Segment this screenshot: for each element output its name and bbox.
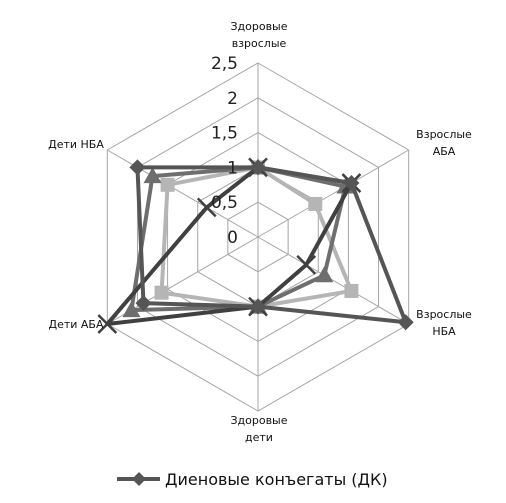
series-0-point-2: [397, 314, 414, 331]
category-label-0: Здоровые взрослые: [230, 20, 287, 50]
radar-series-layer: [97, 157, 414, 334]
tick-label-4: 2: [227, 89, 238, 109]
series-0-point-3: [250, 298, 266, 315]
series-0: [129, 159, 414, 331]
category-label-1-line-0: Взрослые: [416, 128, 472, 141]
series-2-point-5: [160, 177, 175, 192]
category-label-3-line-1: дети: [245, 431, 273, 444]
grid-spoke-2: [257, 236, 409, 325]
series-0-point-4: [135, 295, 152, 312]
category-label-2-line-0: Взрослые: [416, 308, 472, 321]
category-label-3-line-0: Здоровые: [230, 414, 287, 427]
category-label-2-line-1: НБА: [432, 325, 456, 338]
series-0-point-5: [129, 159, 146, 176]
tick-label-2: 1: [227, 158, 238, 178]
grid-spoke-1: [257, 149, 409, 238]
series-0-point-0: [250, 159, 266, 176]
tick-label-0: 0: [227, 228, 238, 248]
legend: Диеновые конъегаты (ДК): [117, 470, 388, 489]
series-1-point-2: [315, 266, 334, 283]
series-3-point-5: [196, 197, 217, 218]
series-1-point-4: [122, 301, 141, 318]
category-label-5: Дети НБА: [48, 138, 104, 151]
series-3-point-2: [296, 254, 317, 275]
category-label-1-line-1: АБА: [433, 145, 456, 158]
category-label-4: Дети АБА: [48, 318, 103, 331]
tick-label-5: 2,5: [211, 54, 238, 74]
series-0-point-1: [343, 175, 360, 192]
legend-diamond-marker: [132, 472, 146, 486]
radar-grid: [106, 62, 410, 412]
tick-label-3: 1,5: [211, 124, 238, 144]
series-3-point-4: [97, 314, 118, 334]
series-2-point-4: [154, 285, 169, 300]
category-label-4-line-0: Дети АБА: [48, 318, 103, 331]
category-label-5-line-0: Дети НБА: [48, 138, 104, 151]
legend-label: Диеновые конъегаты (ДК): [165, 470, 388, 489]
series-1-point-5: [143, 167, 162, 184]
category-label-0-line-0: Здоровые: [230, 20, 287, 33]
category-label-0-line-1: взрослые: [232, 37, 287, 50]
tick-label-1: 0,5: [211, 193, 238, 213]
radial-tick-labels: 0 0,5 1 1,5 2 2,5: [211, 54, 238, 248]
category-label-3: Здоровые дети: [230, 414, 287, 444]
series-2-point-1: [308, 196, 323, 211]
series-2-point-2: [344, 283, 359, 298]
